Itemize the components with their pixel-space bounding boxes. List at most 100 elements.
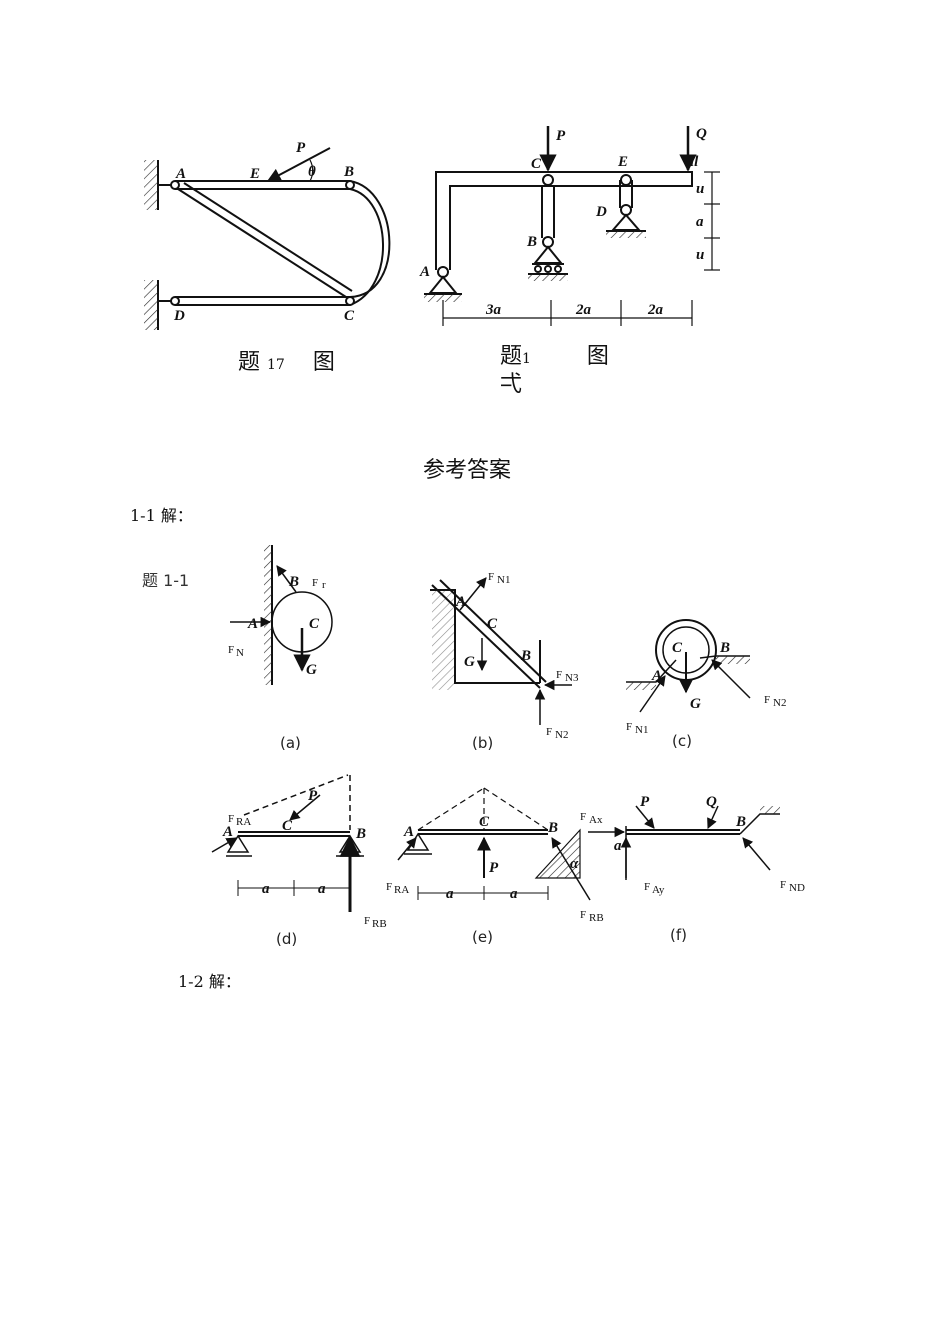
fig11f-label-fnd-nd: ND: [789, 882, 805, 894]
fig11d-label-c: C: [282, 818, 293, 834]
fig11e-label-fra-ra: RA: [394, 884, 409, 896]
fig17-truss: [158, 180, 391, 306]
fig11f-caption: (f): [670, 926, 687, 944]
fig11f-label-a: a: [614, 838, 622, 854]
figure-1-1-title: 题 1-1: [142, 571, 190, 590]
fig11b-label-fn2-n: N2: [555, 729, 568, 741]
fig11e-label-frb-rb: RB: [589, 912, 604, 924]
fig11e-dim-a1: a: [446, 886, 454, 902]
fig11d-label-frb-f: F: [364, 915, 370, 927]
fig11a-label-a: A: [247, 616, 258, 632]
fig11c-label-g: G: [690, 696, 701, 712]
fig11f-label-p: P: [640, 794, 650, 810]
figure-17-caption: 题 17 图: [238, 344, 335, 376]
fig11a-label-g: G: [306, 662, 317, 678]
fig11c-caption: (c): [672, 732, 692, 750]
fig11b-label-fn3-n: N3: [565, 672, 579, 684]
fig11b-label-fn1-n: N1: [497, 574, 510, 586]
figR-dim-horizontal: [442, 300, 693, 326]
fig11b-caption: (b): [472, 734, 493, 752]
figure-right-caption-extra: 弌: [500, 372, 523, 397]
fig11d-label-p: P: [308, 788, 318, 804]
figure-17-caption-suffix: 图: [312, 350, 335, 375]
fig11f-label-fax-ax: Ax: [589, 814, 603, 826]
fig11e-caption: (e): [472, 928, 493, 946]
fig11d-label-b: B: [355, 826, 366, 842]
fig17-label-p: P: [296, 140, 306, 156]
fig11b-diagram: [430, 577, 572, 725]
fig17-label-theta: θ: [308, 164, 316, 180]
figR-label-b: B: [526, 234, 537, 250]
fig11a-label-fn-n: N: [236, 647, 244, 659]
solution-1-2-heading: 1-2 解：: [178, 972, 241, 991]
fig11d-label-a: A: [222, 824, 233, 840]
fig11f-diagram: [588, 805, 780, 880]
fig11f-label-fax-f: F: [580, 811, 586, 823]
fig11b-label-c: C: [487, 616, 498, 632]
figure-17-caption-prefix: 题: [238, 350, 261, 375]
figR-dim-h3: 2a: [647, 302, 664, 318]
fig11a-label-fn-f: F: [228, 644, 234, 656]
fig17-label-b: B: [343, 164, 354, 180]
fig11a-label-c: C: [309, 616, 320, 632]
fig11a-label-b: B: [288, 574, 299, 590]
fig17-label-a: A: [175, 166, 186, 182]
fig11b-label-g: G: [464, 654, 475, 670]
fig17-label-c: C: [344, 308, 355, 324]
fig11a-label-f: F: [312, 577, 318, 589]
fig11c-label-b: B: [719, 640, 730, 656]
figR-label-c: C: [531, 156, 542, 172]
figR-label-q: Q: [696, 126, 707, 142]
fig11e-label-a: A: [403, 824, 414, 840]
fig11f-label-fay-ay: Ay: [652, 884, 665, 896]
fig11a-label-r: r: [322, 579, 326, 591]
figure-right-caption-number: 1: [522, 351, 531, 367]
fig11c-label-c: C: [672, 640, 683, 656]
fig11a-diagram: [230, 545, 333, 685]
figure-17-caption-number: 17: [267, 357, 285, 373]
figR-dim-v2: a: [696, 214, 704, 230]
figR-label-e: E: [617, 154, 628, 170]
fig11c-label-fn1-n: N1: [635, 724, 648, 736]
figR-supports: [424, 213, 646, 302]
fig11b-label-fn2-f: F: [546, 726, 552, 738]
fig11d-dim-a2: a: [318, 881, 326, 897]
fig11b-label-a: A: [455, 594, 466, 610]
answers-title: 参考答案: [423, 458, 512, 483]
figure-right-caption: 题1 图 弌: [500, 344, 609, 398]
fig11d-caption: (d): [276, 930, 297, 948]
figR-label-il: il: [690, 154, 699, 170]
fig11c-label-fn2-f: F: [764, 694, 770, 706]
fig17-wall-top: [144, 160, 159, 210]
fig11a-caption: (a): [280, 734, 301, 752]
fig11e-diagram: [397, 787, 591, 901]
fig11f-label-fnd-f: F: [780, 879, 786, 891]
figR-label-a: A: [419, 264, 430, 280]
fig11b-label-b: B: [520, 648, 531, 664]
fig11e-label-frb-f: F: [580, 909, 586, 921]
figR-dim-h1: 3a: [485, 302, 502, 318]
fig11c-diagram: [626, 619, 751, 713]
fig11e-label-c: C: [479, 814, 490, 830]
figure-right-caption-prefix: 题: [500, 344, 523, 369]
figR-dim-h2: 2a: [575, 302, 592, 318]
fig17-wall-bottom: [144, 280, 159, 330]
fig11c-label-fn2-n: N2: [773, 697, 786, 709]
figR-label-d: D: [595, 204, 607, 220]
fig17-label-d: D: [173, 308, 185, 324]
fig11f-label-fay-f: F: [644, 881, 650, 893]
fig17-label-e: E: [249, 166, 260, 182]
figR-dim-v3: u: [696, 247, 704, 263]
solution-1-1-heading: 1-1 解：: [130, 506, 193, 525]
figR-frame: [435, 171, 693, 278]
figR-dim-vertical: [704, 171, 720, 271]
fig11b-label-fn3-f: F: [556, 669, 562, 681]
fig11d-label-fra-f: F: [228, 813, 234, 825]
fig11b-label-fn1-f: F: [488, 571, 494, 583]
fig11f-label-q: Q: [706, 794, 717, 810]
fig11d-label-frb-rb: RB: [372, 918, 387, 930]
fig11e-label-alpha: α: [570, 856, 579, 872]
fig11e-dim-a2: a: [510, 886, 518, 902]
fig11e-label-b: B: [547, 820, 558, 836]
